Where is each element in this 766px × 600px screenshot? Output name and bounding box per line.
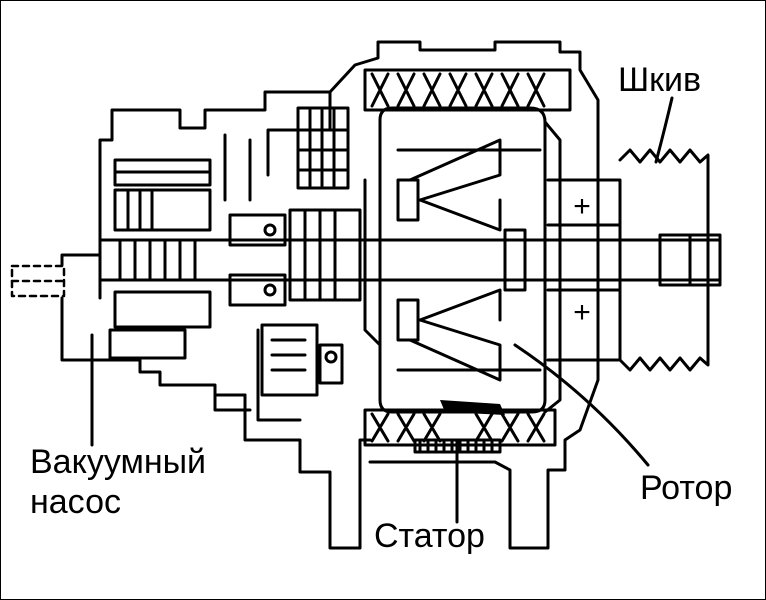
stator-label: Статор — [374, 517, 485, 555]
rear-bearings — [228, 213, 287, 307]
leader-pulley — [654, 96, 674, 164]
leader-rotor — [513, 343, 650, 467]
rear-housing — [213, 40, 600, 550]
plus-sign-top: + — [573, 190, 591, 223]
pulley-label: Шкив — [618, 61, 702, 99]
vacuum-pump-label-line1: Вакуумный — [30, 443, 207, 481]
brush-holder — [288, 106, 362, 302]
vacuum-pump-label-line2: насос — [30, 483, 121, 521]
shaft — [98, 238, 722, 282]
stator-lead-black — [440, 400, 505, 415]
rectifier-block — [260, 323, 344, 397]
vacuum-inlet-dashed — [10, 264, 66, 298]
rotor-claw-poles — [363, 106, 562, 414]
pulley — [618, 148, 722, 372]
stator-winding-top — [363, 68, 572, 112]
rotor-label: Ротор — [640, 469, 733, 507]
plus-sign-bottom: + — [573, 296, 591, 329]
front-housing — [368, 178, 622, 550]
